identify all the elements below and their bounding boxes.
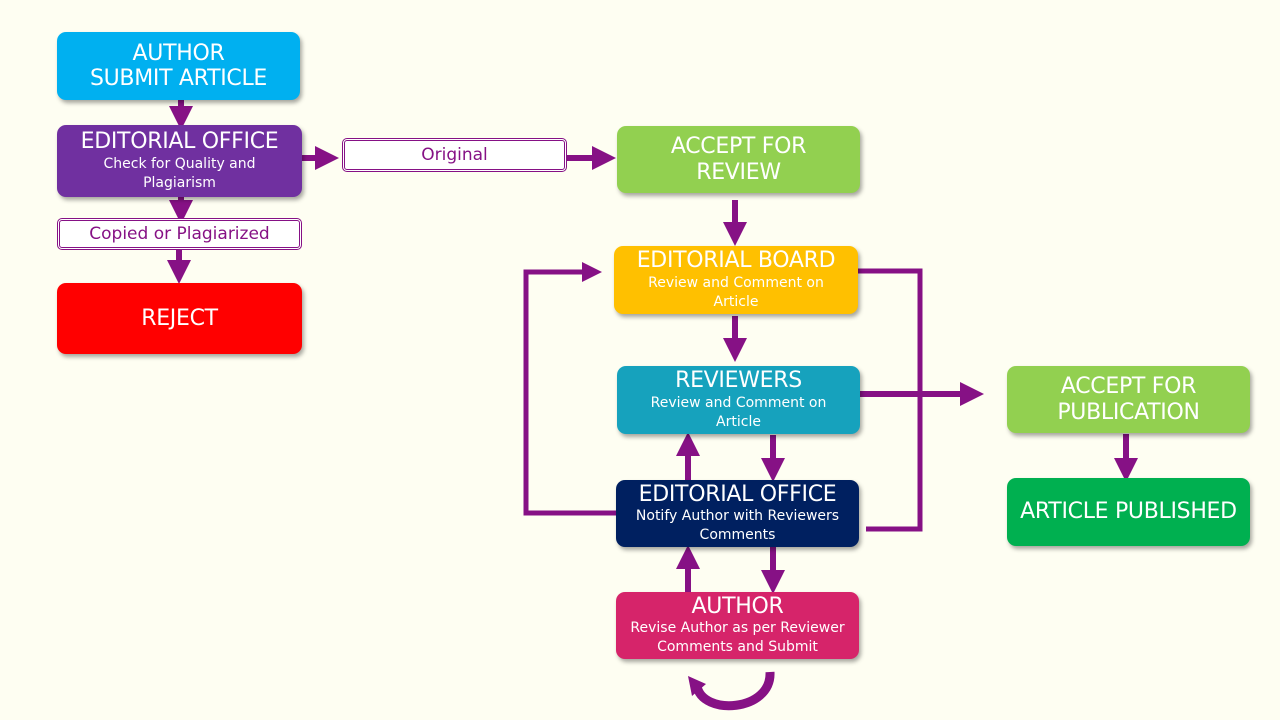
revise-loop-arrow: [692, 671, 775, 711]
node-subtitle: Check for Quality and: [103, 155, 256, 172]
node-accept-for-publication: ACCEPT FOR PUBLICATION: [1007, 366, 1250, 433]
node-reject: REJECT: [57, 283, 302, 354]
node-title: ACCEPT FOR: [1060, 374, 1197, 400]
node-title: REVIEWERS: [675, 368, 802, 394]
node-accept-for-review: ACCEPT FOR REVIEW: [617, 126, 860, 193]
node-subtitle: Comments: [699, 527, 776, 544]
node-title: PUBLICATION: [1057, 399, 1200, 425]
node-subtitle: Article: [713, 293, 759, 310]
node-title: AUTHOR: [691, 593, 784, 619]
node-title: REVIEW: [696, 159, 781, 185]
node-title: AUTHOR: [132, 40, 225, 66]
node-editorial-board: EDITORIAL BOARD Review and Comment on Ar…: [614, 246, 858, 314]
node-subtitle: Review and Comment on: [650, 394, 827, 411]
node-subtitle: Plagiarism: [143, 174, 216, 191]
label-copied-or-plagiarized: Copied or Plagiarized: [57, 218, 302, 250]
node-editorial-office-notify: EDITORIAL OFFICE Notify Author with Revi…: [616, 480, 859, 547]
node-article-published: ARTICLE PUBLISHED: [1007, 478, 1250, 546]
loop-board-notify-right: [858, 268, 923, 532]
node-title: EDITORIAL OFFICE: [80, 129, 279, 155]
node-author-submit: AUTHOR SUBMIT ARTICLE: [57, 32, 300, 100]
node-reviewers: REVIEWERS Review and Comment on Article: [617, 366, 860, 434]
node-editorial-office-check: EDITORIAL OFFICE Check for Quality and P…: [57, 125, 302, 197]
node-title: EDITORIAL OFFICE: [638, 481, 837, 507]
label-original: Original: [342, 138, 567, 172]
node-title: ARTICLE PUBLISHED: [1020, 499, 1237, 525]
node-subtitle: Revise Author as per Reviewer: [630, 620, 845, 637]
node-title: ACCEPT FOR: [670, 134, 807, 160]
node-subtitle: Notify Author with Reviewers: [635, 508, 840, 525]
node-author-revise: AUTHOR Revise Author as per Reviewer Com…: [616, 592, 859, 659]
node-subtitle: Comments and Submit: [657, 639, 818, 656]
node-subtitle: Article: [716, 413, 761, 430]
node-title: REJECT: [141, 305, 218, 331]
node-title: SUBMIT ARTICLE: [89, 66, 268, 91]
node-subtitle: Review and Comment on: [648, 274, 824, 291]
node-title: EDITORIAL BOARD: [636, 248, 836, 274]
loop-notify-to-board: [523, 262, 616, 516]
